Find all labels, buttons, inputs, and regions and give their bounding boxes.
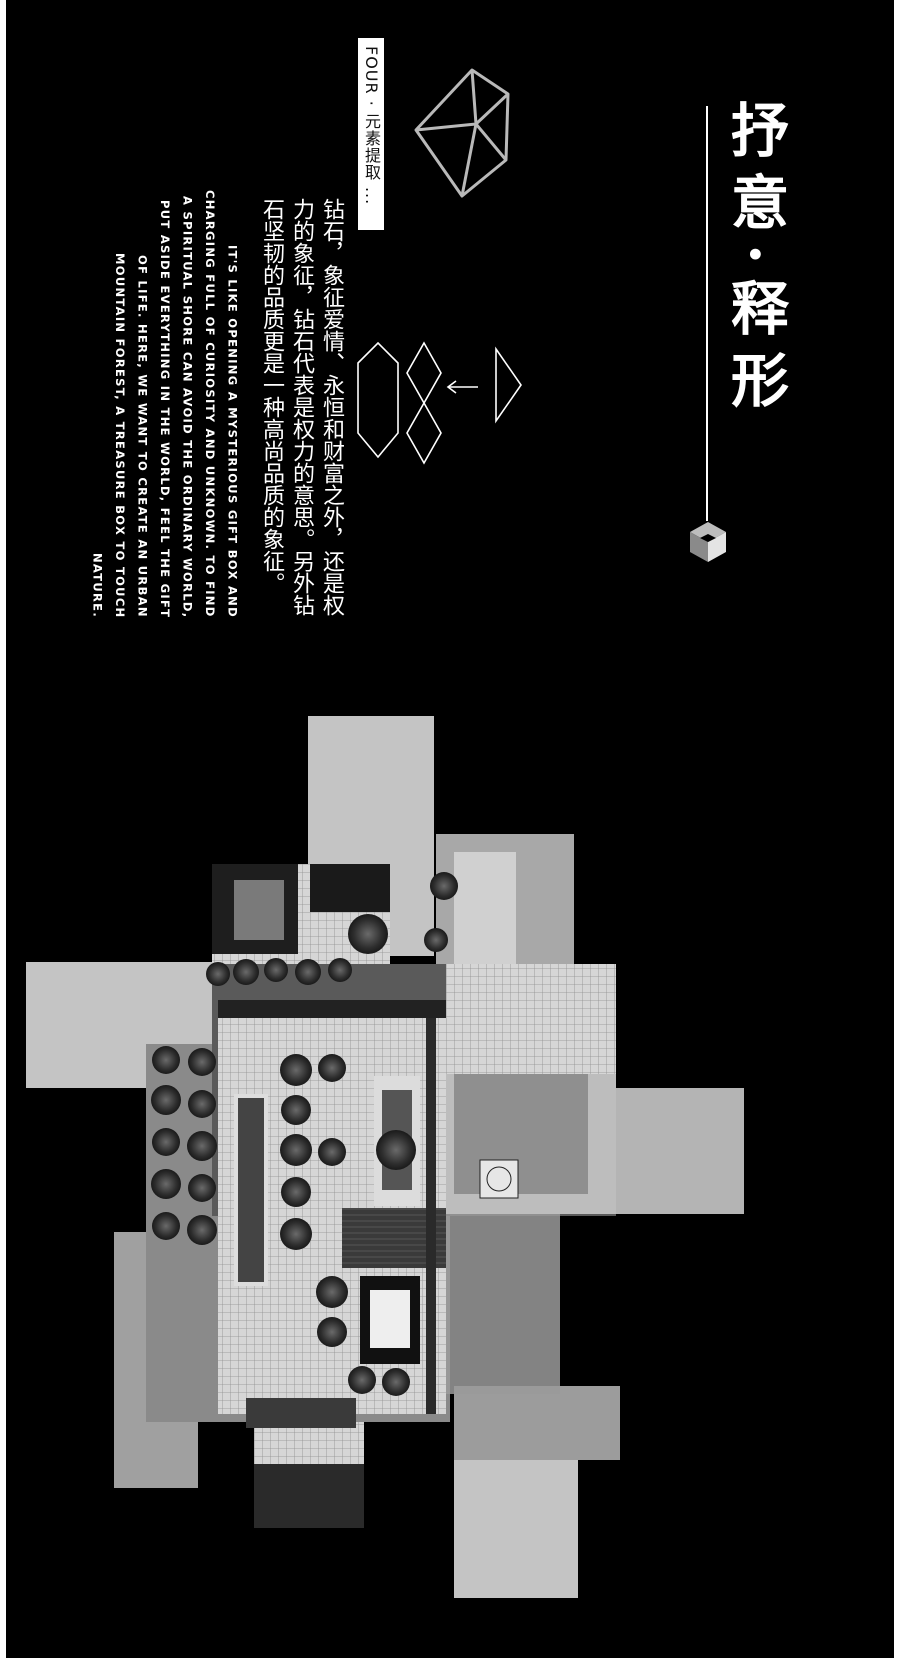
isometric-cube-icon xyxy=(690,522,726,562)
diamond-decomposition-icon xyxy=(357,341,522,465)
body-text-english: It's like opening a mysterious gift box … xyxy=(90,190,240,618)
title-divider-line xyxy=(706,106,708,521)
site-plan xyxy=(146,864,616,1428)
section-label-box xyxy=(358,38,384,230)
tree-canopies xyxy=(151,872,458,1396)
site-plan-collage xyxy=(26,716,744,1598)
poster-panel: 抒意·释形 FOUR · 元素提取 ... 钻石，象征爱情、永恒和财富之外，还是… xyxy=(6,0,894,1658)
page-title: 抒意·释形 xyxy=(721,100,789,423)
body-text-chinese: 钻石，象征爱情、永恒和财富之外，还是权力的象征，钻石代表是权力的意思。另外钻石坚… xyxy=(259,198,344,616)
diamond-outline-icon xyxy=(414,68,510,198)
section-label: FOUR · 元素提取 ... xyxy=(362,46,381,206)
